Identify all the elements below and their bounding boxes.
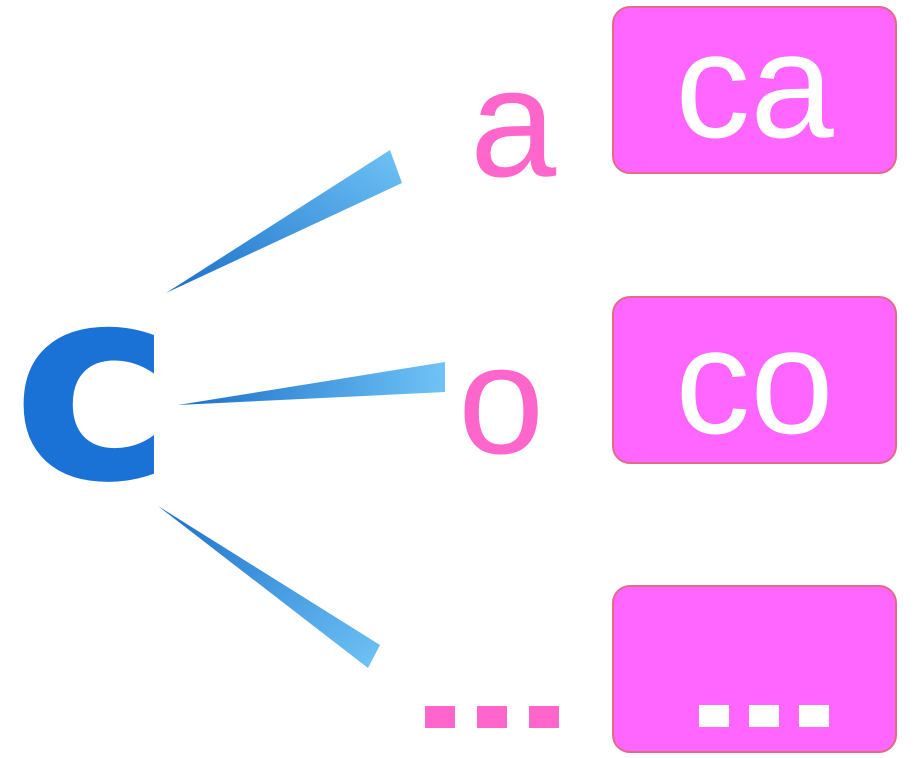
result-box-co: co [612, 296, 897, 464]
branch-letter-a: a [470, 45, 556, 200]
branch-letter-o: o [458, 322, 544, 477]
result-label-co: co [614, 306, 895, 456]
branch-line-more [158, 506, 380, 668]
branch-line-a [166, 150, 402, 293]
result-box-more [612, 585, 897, 753]
result-label-ca: ca [614, 10, 895, 160]
result-box-ca: ca [612, 6, 897, 174]
result-label-more [699, 705, 829, 727]
branch-line-o [178, 362, 445, 405]
branch-letter-more [425, 706, 559, 728]
